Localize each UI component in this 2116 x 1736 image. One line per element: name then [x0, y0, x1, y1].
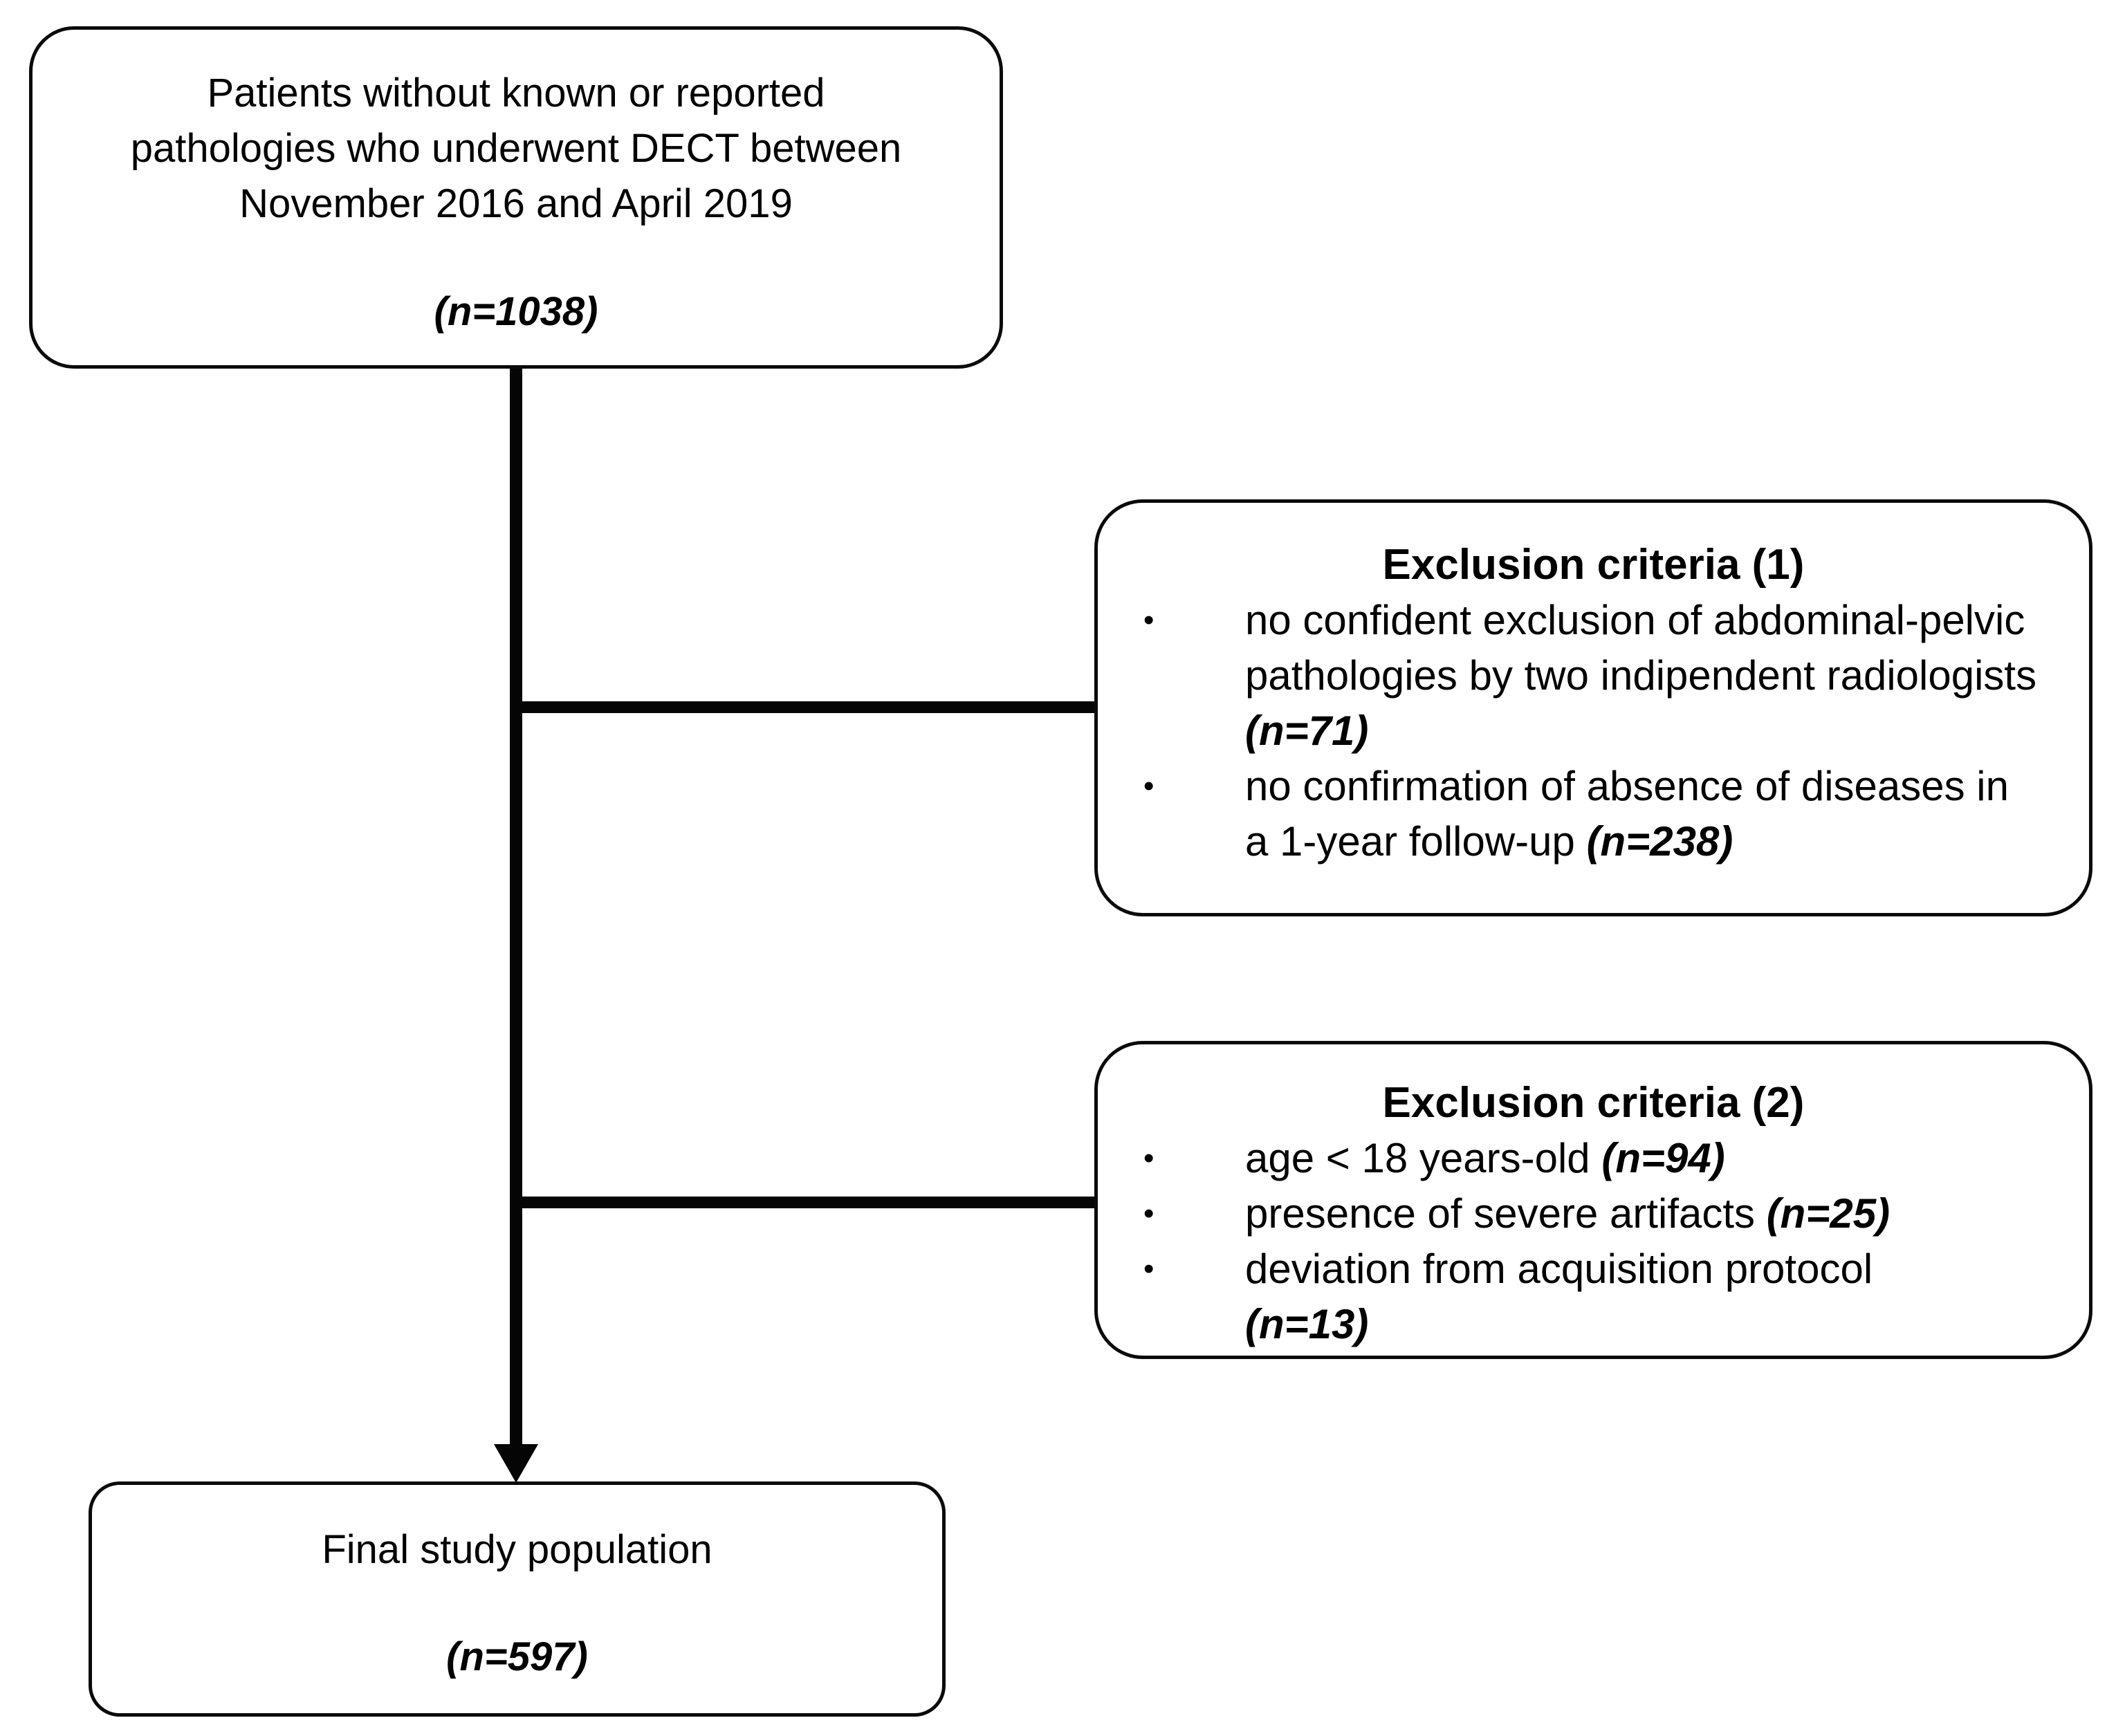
- exclusion2-bullet-3: • deviation from acquisition protocol (n…: [1098, 1241, 2089, 1352]
- exclusion2-bullet-1-text: age < 18 years-old: [1245, 1135, 1602, 1181]
- connector-trunk-line: [510, 369, 522, 1448]
- exclusion2-bullet-2-text: presence of severe artifacts: [1245, 1190, 1767, 1237]
- exclusion1-bullet-1-count: (n=71): [1245, 708, 1369, 754]
- exclusion1-bullet-1-text: no confident exclusion of abdominal-pelv…: [1245, 597, 2037, 699]
- final-population-label: Final study population: [322, 1527, 712, 1572]
- exclusion2-bullet-3-text: deviation from acquisition protocol: [1245, 1246, 1873, 1292]
- exclusion2-bullet-1-count: (n=94): [1601, 1135, 1725, 1181]
- connector-branch-exclusion2: [516, 1197, 1095, 1208]
- exclusion2-title: Exclusion criteria (2): [1382, 1079, 1805, 1127]
- exclusion2-bullet-1: • age < 18 years-old (n=94): [1098, 1131, 2089, 1186]
- exclusion2-bullet-2: • presence of severe artifacts (n=25): [1098, 1186, 2089, 1241]
- bullet-icon: •: [1143, 603, 1154, 637]
- exclusion1-bullet-2: • no confirmation of absence of diseases…: [1098, 759, 2089, 869]
- exclusion1-bullet-2-text: no confirmation of absence of diseases i…: [1245, 763, 2009, 865]
- exclusion1-bullet-2-count: (n=238): [1586, 818, 1733, 865]
- initial-population-line-3: November 2016 and April 2019: [239, 181, 793, 226]
- bullet-icon: •: [1143, 1197, 1154, 1230]
- initial-population-line-2: pathologies who underwent DECT between: [130, 126, 902, 171]
- node-exclusion-criteria-2: Exclusion criteria (2) • age < 18 years-…: [1094, 1041, 2092, 1359]
- exclusion2-bullet-2-count: (n=25): [1766, 1190, 1890, 1237]
- initial-population-line-1: Patients without known or reported: [207, 71, 825, 116]
- bullet-icon: •: [1143, 769, 1154, 803]
- node-initial-population: Patients without known or reported patho…: [29, 26, 1003, 369]
- arrow-down-icon: [494, 1444, 538, 1483]
- bullet-icon: •: [1143, 1141, 1154, 1175]
- final-population-count: (n=597): [446, 1634, 588, 1679]
- initial-population-count: (n=1038): [434, 289, 598, 334]
- exclusion1-title: Exclusion criteria (1): [1382, 541, 1805, 589]
- exclusion1-bullet-1: • no confident exclusion of abdominal-pe…: [1098, 593, 2089, 759]
- node-final-population: Final study population (n=597): [89, 1481, 946, 1717]
- exclusion2-bullet-3-count: (n=13): [1245, 1301, 1369, 1347]
- node-exclusion-criteria-1: Exclusion criteria (1) • no confident ex…: [1094, 499, 2092, 916]
- connector-branch-exclusion1: [516, 701, 1095, 713]
- bullet-icon: •: [1143, 1252, 1154, 1286]
